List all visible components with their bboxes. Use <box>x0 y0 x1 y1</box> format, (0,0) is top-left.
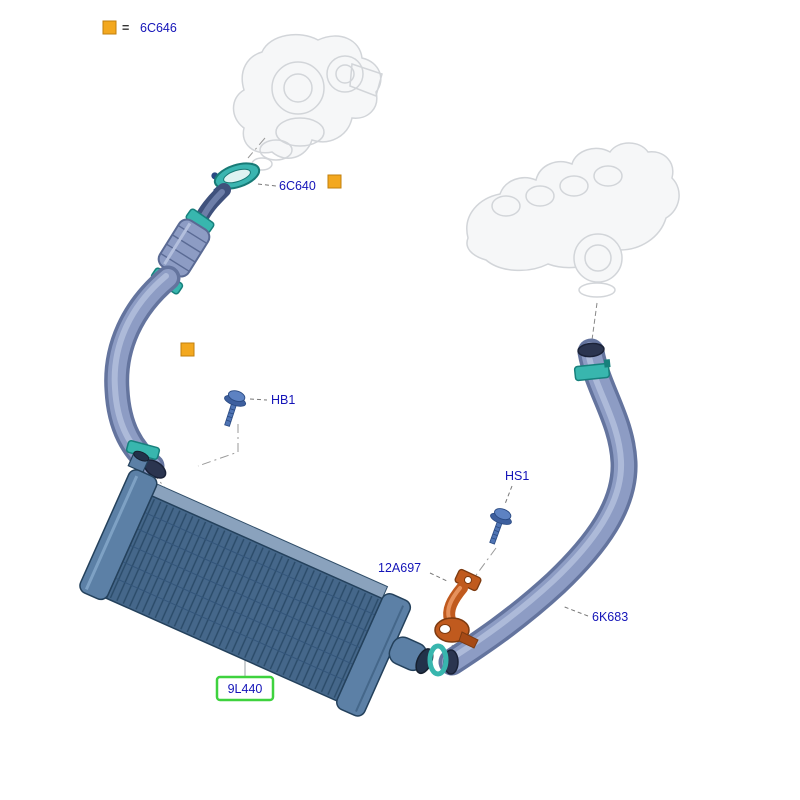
hose-clamp-icon <box>573 359 611 382</box>
callout-marker-icon <box>180 342 195 357</box>
bolt-hb1-part[interactable] <box>216 387 250 430</box>
label-6k683[interactable]: 6K683 <box>592 610 628 624</box>
legend-marker-icon <box>102 20 117 35</box>
hose-6k683-part[interactable] <box>438 338 638 676</box>
outlet-clamp-icon[interactable] <box>427 643 449 677</box>
intake-manifold-ghost <box>466 142 680 298</box>
label-9l440[interactable]: 9L440 <box>228 682 263 696</box>
intercooler-part[interactable] <box>73 449 462 735</box>
sensor-12a697-part[interactable] <box>434 568 482 649</box>
label-hb1[interactable]: HB1 <box>271 393 295 407</box>
bolt-hs1-part[interactable] <box>481 505 516 548</box>
legend-equals: = <box>122 21 129 35</box>
label-hs1[interactable]: HS1 <box>505 469 529 483</box>
label-6c646[interactable]: 6C646 <box>140 21 177 35</box>
label-6c640[interactable]: 6C640 <box>279 179 316 193</box>
label-12a697[interactable]: 12A697 <box>378 561 421 575</box>
clamp-6c640-part[interactable] <box>208 158 262 194</box>
highlighted-label-9l440[interactable]: 9L440 <box>215 675 275 702</box>
turbocharger-ghost <box>232 33 383 171</box>
charge-air-pipe[interactable] <box>104 183 231 482</box>
callout-marker-icon <box>327 174 342 189</box>
